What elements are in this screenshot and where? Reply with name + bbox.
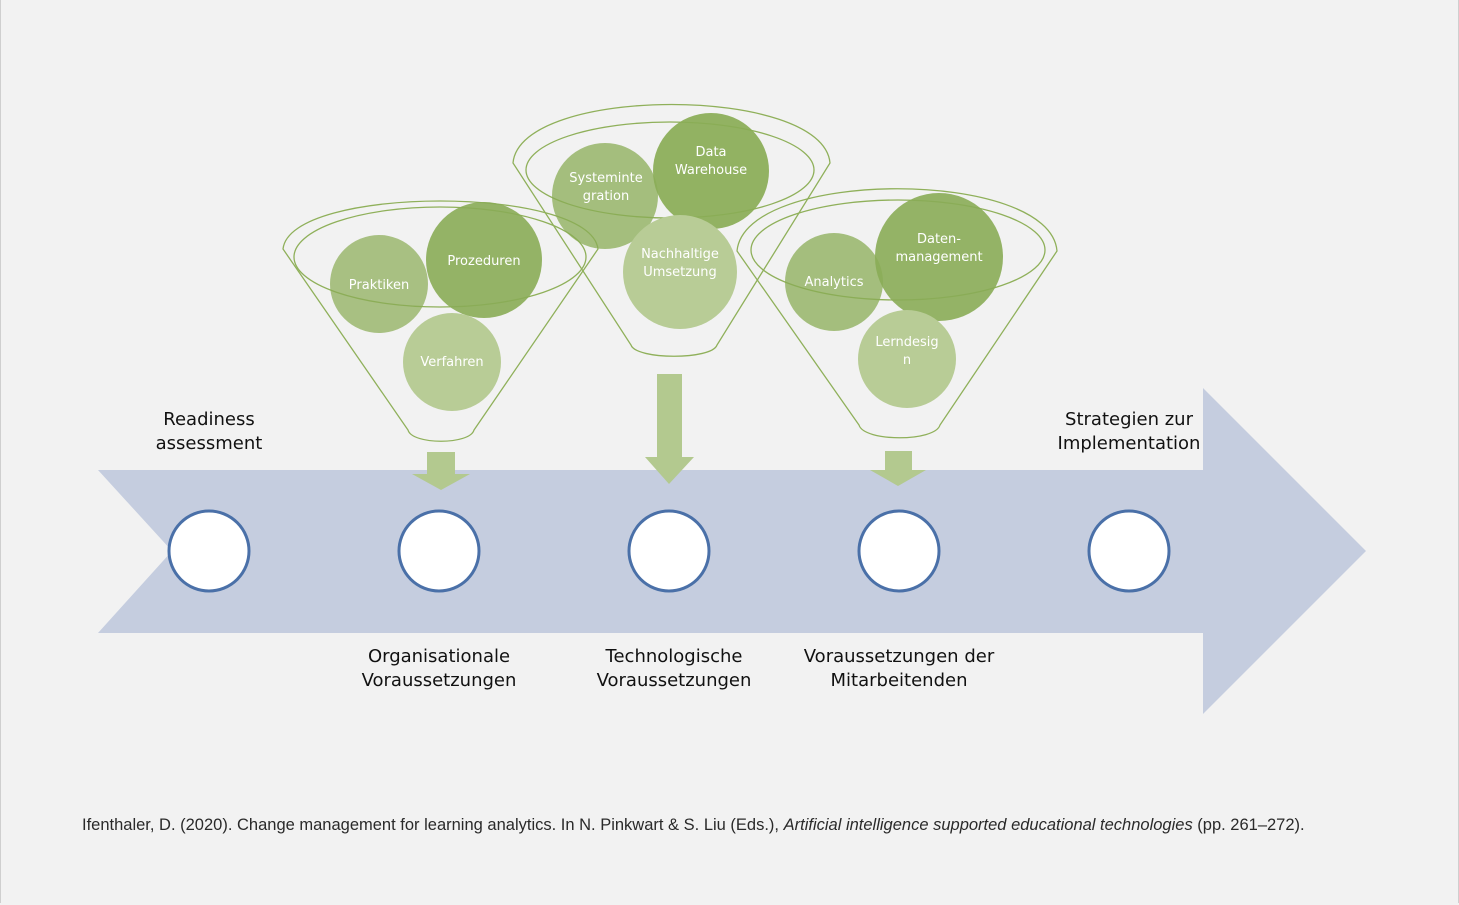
stage-label-organisational: Organisationale Voraussetzungen (361, 646, 517, 691)
citation: Ifenthaler, D. (2020). Change management… (82, 816, 1412, 835)
down-arrow-staff (870, 451, 926, 486)
down-arrow-technological (645, 374, 694, 484)
funnel-circle (785, 233, 883, 331)
milestone-readiness (167, 509, 251, 593)
funnel-organisational: Praktiken Prozeduren Verfahren (282, 200, 599, 442)
milestone-technological (627, 509, 711, 593)
funnel-label: Verfahren (420, 355, 483, 370)
stage-label-readiness: Readiness assessment (155, 409, 263, 454)
funnel-circle (426, 202, 542, 318)
funnel-label: Daten-management (895, 232, 982, 265)
milestone-staff (857, 509, 941, 593)
funnel-label: Prozeduren (447, 254, 520, 269)
process-arrow (98, 388, 1366, 714)
funnel-circle (875, 193, 1003, 321)
funnel-circle (623, 215, 737, 329)
funnel-circle (653, 113, 769, 229)
milestone-organisational (397, 509, 481, 593)
stage-label-staff: Voraussetzungen der Mitarbeitenden (803, 646, 995, 691)
stage-label-technological: Technologische Voraussetzungen (596, 646, 752, 691)
milestones (167, 509, 1171, 593)
citation-title: Artificial intelligence supported educat… (783, 816, 1193, 834)
funnel-circle (403, 313, 501, 411)
citation-pages: (pp. 261–272). (1192, 816, 1305, 834)
funnel-circle (330, 235, 428, 333)
milestone-strategies (1087, 509, 1171, 593)
funnel-label: Praktiken (349, 278, 409, 293)
stage-label-strategies: Strategien zur Implementation (1057, 409, 1201, 454)
funnel-circle (552, 143, 658, 249)
funnel-label: Analytics (804, 275, 863, 290)
funnel-circle (858, 310, 956, 408)
down-arrow-organisational (412, 452, 470, 490)
citation-text: Ifenthaler, D. (2020). Change management… (82, 816, 784, 834)
